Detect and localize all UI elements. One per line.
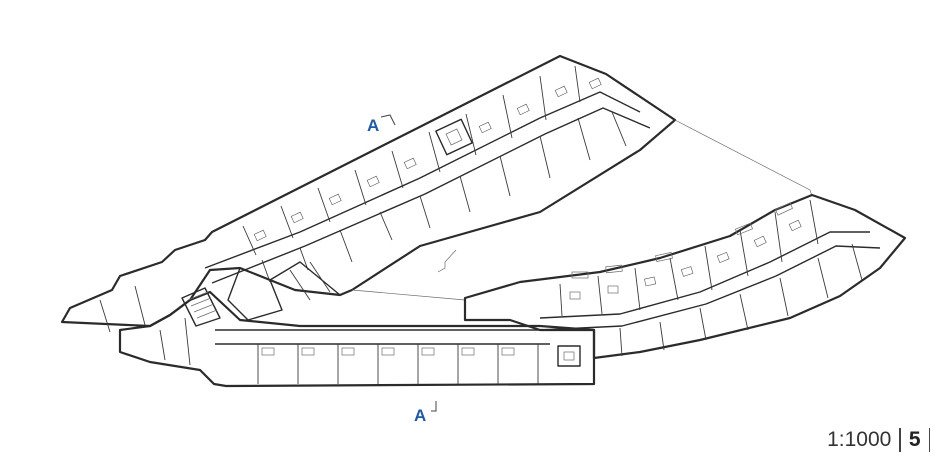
courtyard-inner-edge bbox=[351, 289, 466, 301]
scale-label: 1:1000 bbox=[827, 428, 892, 451]
courtyard bbox=[351, 119, 813, 301]
separator bbox=[899, 428, 901, 452]
right-corridor-inner-wall bbox=[539, 245, 881, 331]
inner-corner-wall bbox=[269, 261, 341, 296]
upper-corridor-inner-wall bbox=[211, 107, 651, 284]
section-mark-bottom: A bbox=[414, 401, 437, 425]
bottom-wing-outline bbox=[118, 290, 596, 388]
lobby-outline bbox=[227, 267, 283, 321]
section-mark-icon bbox=[380, 114, 396, 126]
stair-icon bbox=[557, 345, 581, 367]
scale-block: 1:1000 5 bbox=[827, 428, 930, 452]
right-wing-outline bbox=[463, 193, 907, 360]
bottom-wing-room-partitions bbox=[159, 317, 539, 384]
section-mark-top: A bbox=[367, 114, 396, 135]
right-wing-room-partitions bbox=[559, 199, 863, 357]
stair-icon bbox=[187, 291, 218, 319]
page-number: 5 bbox=[908, 428, 921, 451]
section-mark-icon bbox=[431, 401, 437, 412]
right-corridor-outer-wall bbox=[539, 231, 870, 319]
section-label-bottom: A bbox=[414, 406, 426, 425]
bottom-wing-fixtures bbox=[261, 347, 515, 356]
upper-wing bbox=[60, 54, 677, 328]
bottom-wing bbox=[118, 290, 596, 388]
right-wing-fixtures bbox=[569, 219, 802, 300]
right-wing bbox=[463, 193, 907, 360]
upper-wing-fixtures bbox=[253, 77, 602, 242]
courtyard-edge bbox=[674, 119, 813, 197]
separator bbox=[928, 428, 930, 452]
section-label-top: A bbox=[367, 116, 379, 135]
courtyard-marker bbox=[437, 249, 457, 273]
west-stair-outline bbox=[181, 287, 221, 327]
right-wing-balconies bbox=[571, 202, 793, 279]
stair-icon bbox=[435, 118, 473, 156]
upper-wing-room-partitions bbox=[242, 65, 627, 283]
upper-wing-outline bbox=[60, 54, 677, 328]
west-core bbox=[99, 261, 341, 333]
upper-corridor-outer-wall bbox=[204, 91, 641, 269]
west-partitions bbox=[99, 261, 331, 333]
